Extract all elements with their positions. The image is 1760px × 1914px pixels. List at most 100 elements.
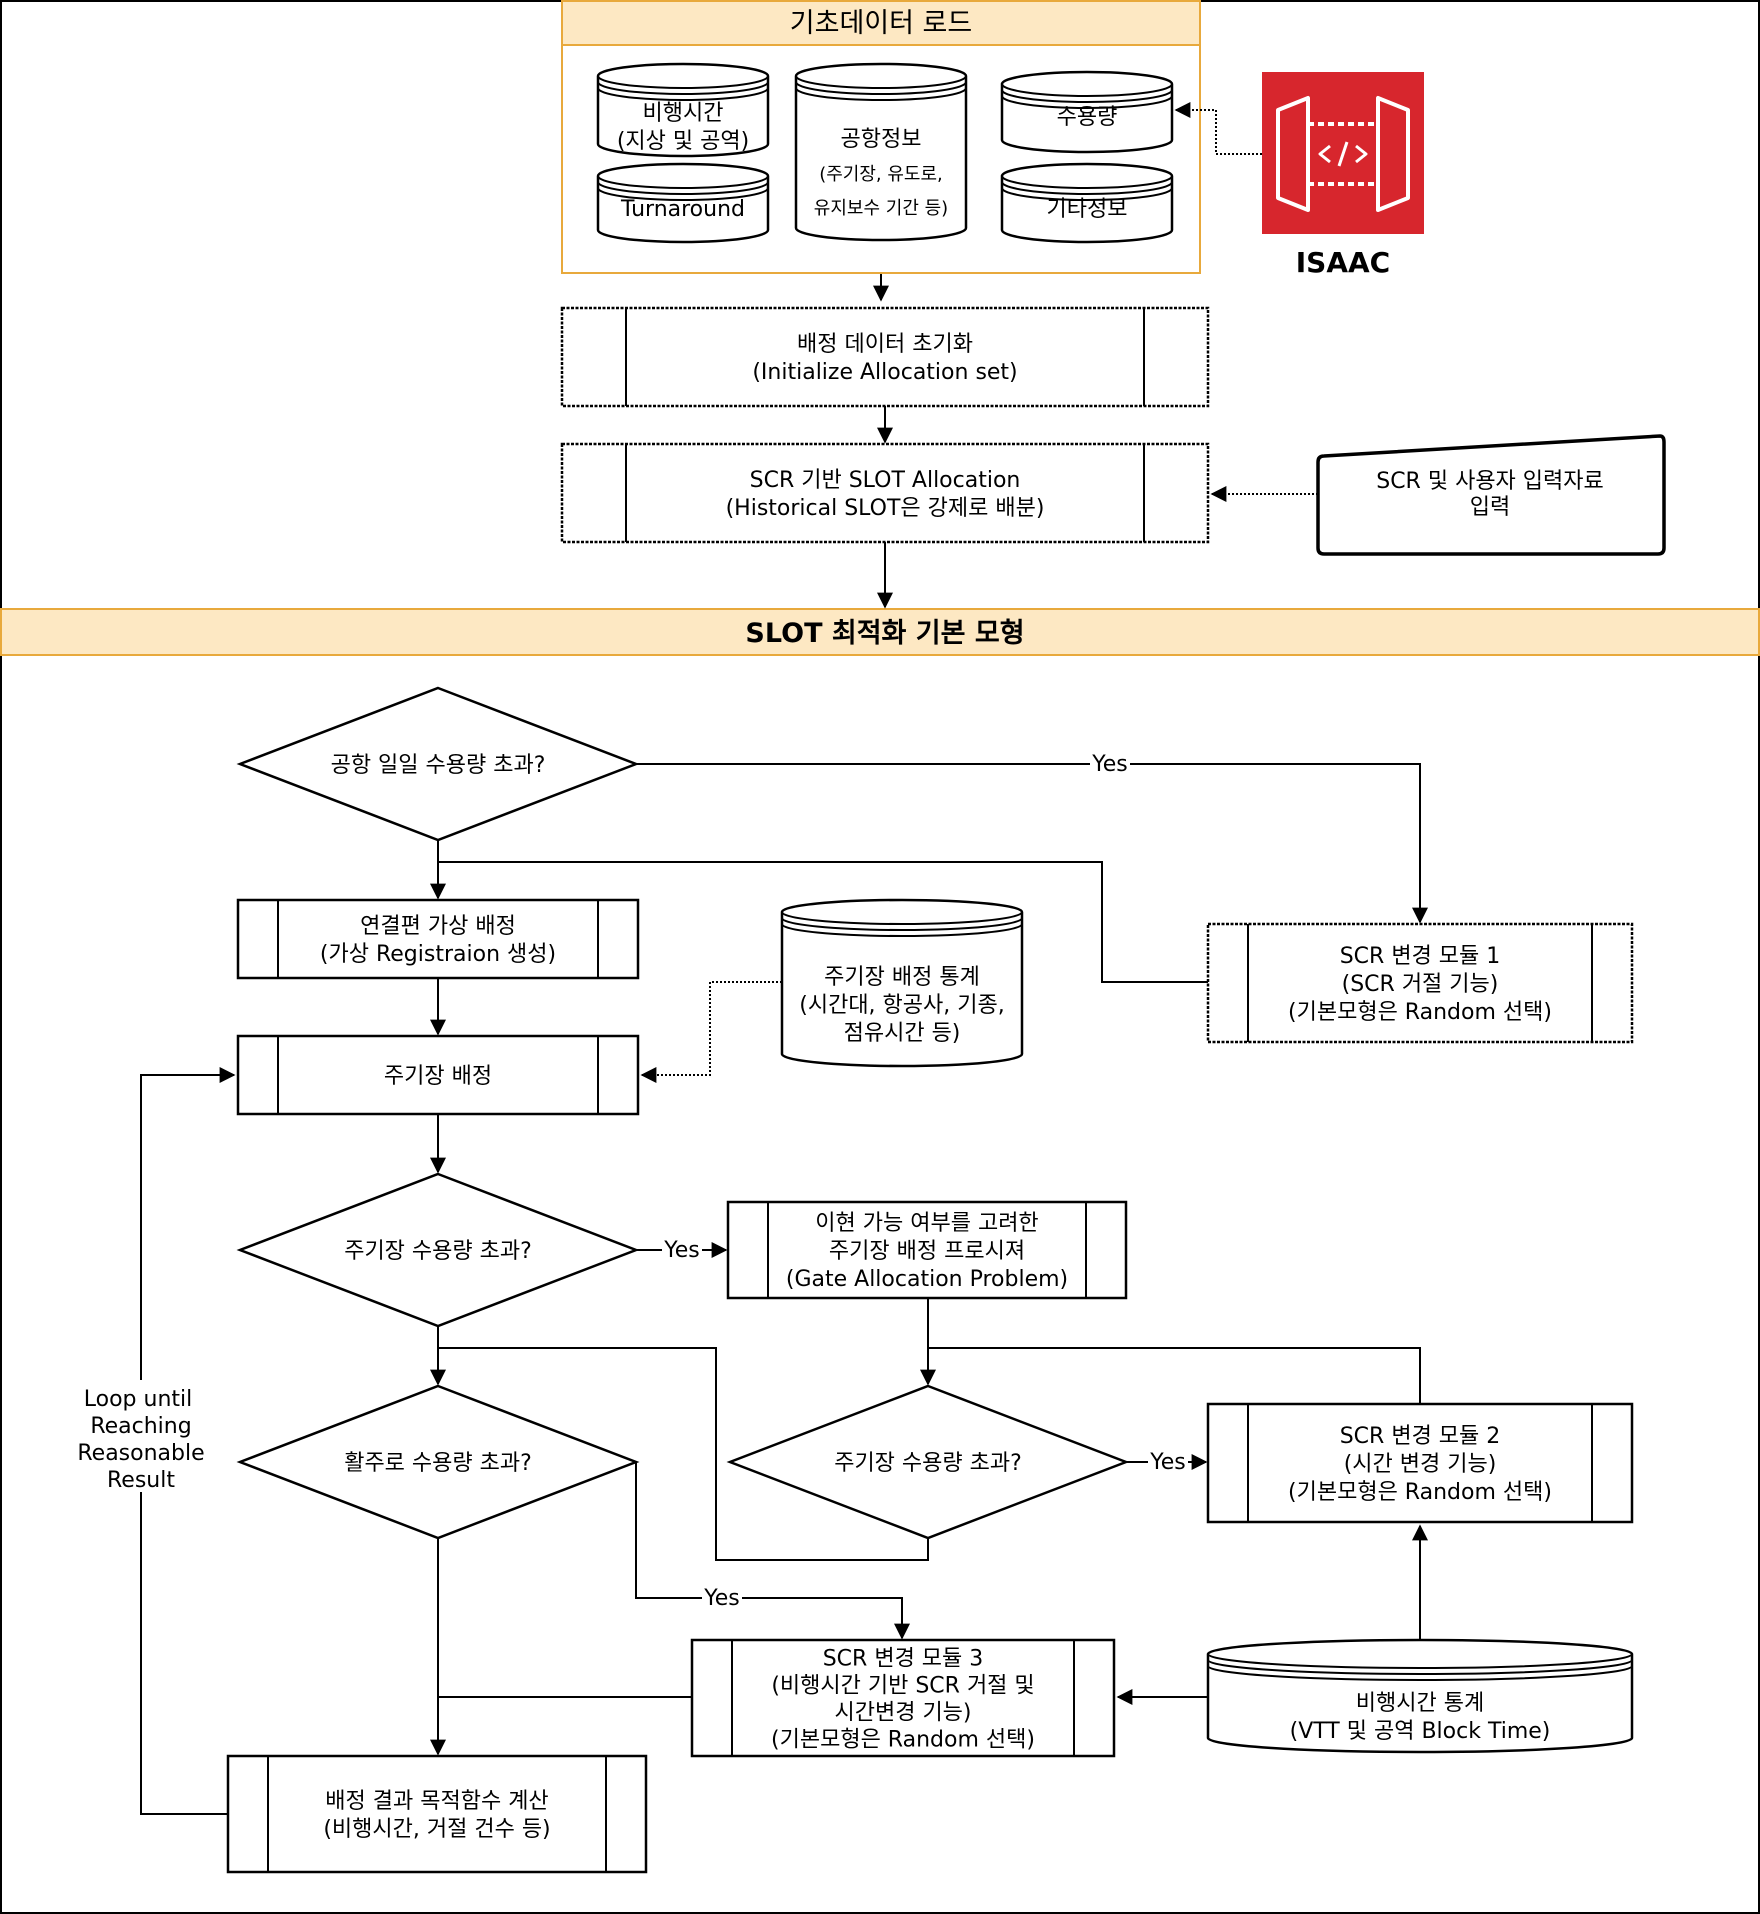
db-stand-stats-body: [780, 898, 1024, 1068]
decision-runway-capacity-label: 활주로 수용량 초과?: [344, 1451, 532, 1476]
yes-label-text: Yes: [703, 1586, 740, 1611]
db-airport-info-rim-3: [795, 87, 967, 101]
db-turnaround-rim-1: [597, 175, 769, 189]
db-other-info-line-1: 기타정보: [1047, 197, 1128, 222]
data-load-title: 기초데이터 로드: [790, 8, 972, 39]
node-layer: 배정 데이터 초기화 (Initialize Allocation set) SCR…: [226, 306, 1634, 1874]
process-link-virtual-line-2: (가상 Registraion 생성): [320, 942, 556, 967]
yes-label-14: Yes: [662, 1237, 702, 1263]
yes-label-7: Yes: [1090, 751, 1130, 777]
yes-label-text: Yes: [663, 1238, 700, 1263]
loop-note: Loop until Reaching Reasonable Result: [70, 1380, 210, 1493]
process-scr-module3-line-1: SCR 변경 모듈 3: [823, 1647, 984, 1672]
manual-input-line-1: SCR 및 사용자 입력자료: [1376, 469, 1604, 494]
db-turnaround-rim-2: [597, 181, 769, 195]
db-flight-time-rim-2: [597, 81, 769, 95]
yes-label-bg: [1148, 1449, 1188, 1473]
process-objective-box: [226, 1754, 648, 1874]
optimization-section: SLOT 최적화 기본 모형: [0, 608, 1760, 656]
db-airport-info-rim-1: [795, 75, 967, 89]
edge-mod1-return-9: [438, 861, 1208, 983]
isaac-label: ISAAC: [1296, 246, 1390, 279]
process-init-allocation: 배정 데이터 초기화 (Initialize Allocation set): [560, 306, 1210, 408]
decision-airport-capacity-shape: [236, 686, 640, 842]
process-init-allocation-line-2: (Initialize Allocation set): [752, 360, 1017, 385]
db-flight-stats-line-2: (VTT 및 공역 Block Time): [1290, 1719, 1551, 1744]
process-init-allocation-line-1: 배정 데이터 초기화: [797, 332, 973, 357]
process-scr-module1: SCR 변경 모듈 1 (SCR 거절 기능) (기본모형은 Random 선택): [1206, 922, 1634, 1044]
data-load-body: [561, 44, 1201, 274]
decision-stand-capacity2-shape: [726, 1384, 1130, 1540]
loop-note-line-4: Result: [107, 1468, 175, 1493]
isaac-icon-group: ISAAC: [1262, 72, 1424, 279]
edge-stand2-return-20: [438, 1347, 929, 1561]
process-gate-procedure-line-2: 주기장 배정 프로시져: [829, 1239, 1025, 1264]
process-link-virtual-box: [236, 898, 640, 980]
db-flight-stats-rim-3: [1207, 1665, 1633, 1681]
db-stand-stats-rim-3: [781, 923, 1023, 937]
db-capacity-rim-1: [1001, 83, 1173, 97]
loop-note-line-3: Reasonable: [77, 1441, 204, 1466]
decision-stand-capacity-shape: [236, 1172, 640, 1328]
yes-label-22: Yes: [702, 1585, 742, 1611]
db-other-info-rim-3: [1001, 187, 1173, 201]
db-stand-stats-line-3: 점유시간 등): [844, 1021, 961, 1046]
decision-airport-capacity: 공항 일일 수용량 초과?: [236, 686, 640, 842]
db-turnaround-rim-3: [597, 187, 769, 201]
db-airport-info: 공항정보(주기장, 유도로,유지보수 기간 등): [794, 62, 968, 242]
db-flight-time-line-1: 비행시간: [643, 101, 724, 126]
optimization-title: SLOT 최적화 기본 모형: [745, 618, 1024, 649]
process-objective: 배정 결과 목적함수 계산(비행시간, 거절 건수 등): [226, 1754, 648, 1874]
db-turnaround: Turnaround: [596, 162, 770, 244]
db-stand-stats-line-2: (시간대, 항공사, 기종,: [799, 993, 1004, 1018]
process-gate-procedure-box: [726, 1200, 1128, 1300]
db-airport-info-rim-2: [795, 81, 967, 95]
db-turnaround-line-1: Turnaround: [620, 197, 745, 222]
process-scr-module2-line-3: (기본모형은 Random 선택): [1288, 1480, 1552, 1505]
optimization-header-box: [0, 608, 1760, 656]
data-load-section: 기초데이터 로드: [561, 0, 1201, 274]
loop-note-bg: [70, 1380, 210, 1492]
manual-input-line-2: 입력: [1470, 495, 1510, 520]
db-capacity: 수용량: [1000, 70, 1174, 154]
yes-label-text: Yes: [1149, 1450, 1186, 1475]
yes-label-bg: [702, 1585, 742, 1609]
process-stand-assign-box: [236, 1034, 640, 1116]
db-flight-stats-rim-2: [1207, 1659, 1633, 1675]
yes-label-text: Yes: [1091, 752, 1128, 777]
process-scr-module2-box: [1206, 1402, 1634, 1524]
db-capacity-rim-3: [1001, 95, 1173, 109]
process-scr-module1-line-3: (기본모형은 Random 선택): [1288, 1000, 1552, 1025]
api-gateway-glyph: [1276, 96, 1410, 212]
process-objective-line-1: 배정 결과 목적함수 계산: [325, 1789, 548, 1814]
db-airport-info-line-3: 유지보수 기간 등): [814, 198, 948, 219]
db-flight-stats: 비행시간 통계(VTT 및 공역 Block Time): [1206, 1638, 1634, 1754]
db-turnaround-body: [596, 162, 770, 244]
edge-runway-yes-21: [635, 1462, 910, 1640]
edge-stats-to-stand-11: [640, 981, 782, 1083]
process-scr-module3-box: [690, 1638, 1116, 1758]
process-scr-module1-box: [1206, 922, 1634, 1044]
decision-runway-capacity-shape: [236, 1384, 640, 1540]
process-scr-allocation-line-1: SCR 기반 SLOT Allocation: [750, 468, 1021, 493]
process-stand-assign-line-1: 주기장 배정: [384, 1064, 492, 1089]
process-gate-procedure-line-3: (Gate Allocation Problem): [786, 1267, 1068, 1292]
process-scr-module1-line-1: SCR 변경 모듈 1: [1340, 944, 1501, 969]
db-stand-stats: 주기장 배정 통계 (시간대, 항공사, 기종, 점유시간 등): [780, 898, 1024, 1068]
process-scr-module2: SCR 변경 모듈 2(시간 변경 기능)(기본모형은 Random 선택): [1206, 1402, 1634, 1524]
yes-label-bg: [662, 1237, 702, 1261]
db-stand-stats-line-1: 주기장 배정 통계: [824, 965, 980, 990]
db-stand-stats-rim-1: [781, 911, 1023, 925]
decision-stand-capacity2-label: 주기장 수용량 초과?: [834, 1451, 1022, 1476]
edge-isaac-to-capacity-5: [1174, 102, 1262, 155]
db-flight-stats-rim-1: [1207, 1653, 1633, 1669]
process-scr-module3-line-3: 시간변경 기능): [834, 1701, 971, 1726]
process-scr-module2-line-1: SCR 변경 모듈 2: [1340, 1424, 1501, 1449]
db-flight-time: 비행시간 (지상 및 공역): [596, 62, 770, 158]
db-flight-time-line-2: (지상 및 공역): [617, 129, 749, 154]
process-init-allocation-box: [560, 306, 1210, 408]
process-scr-allocation: SCR 기반 SLOT Allocation(Historical SLOT은 …: [560, 442, 1210, 544]
db-other-info-body: [1000, 162, 1174, 244]
process-scr-module1-line-2: (SCR 거절 기능): [1342, 972, 1499, 997]
